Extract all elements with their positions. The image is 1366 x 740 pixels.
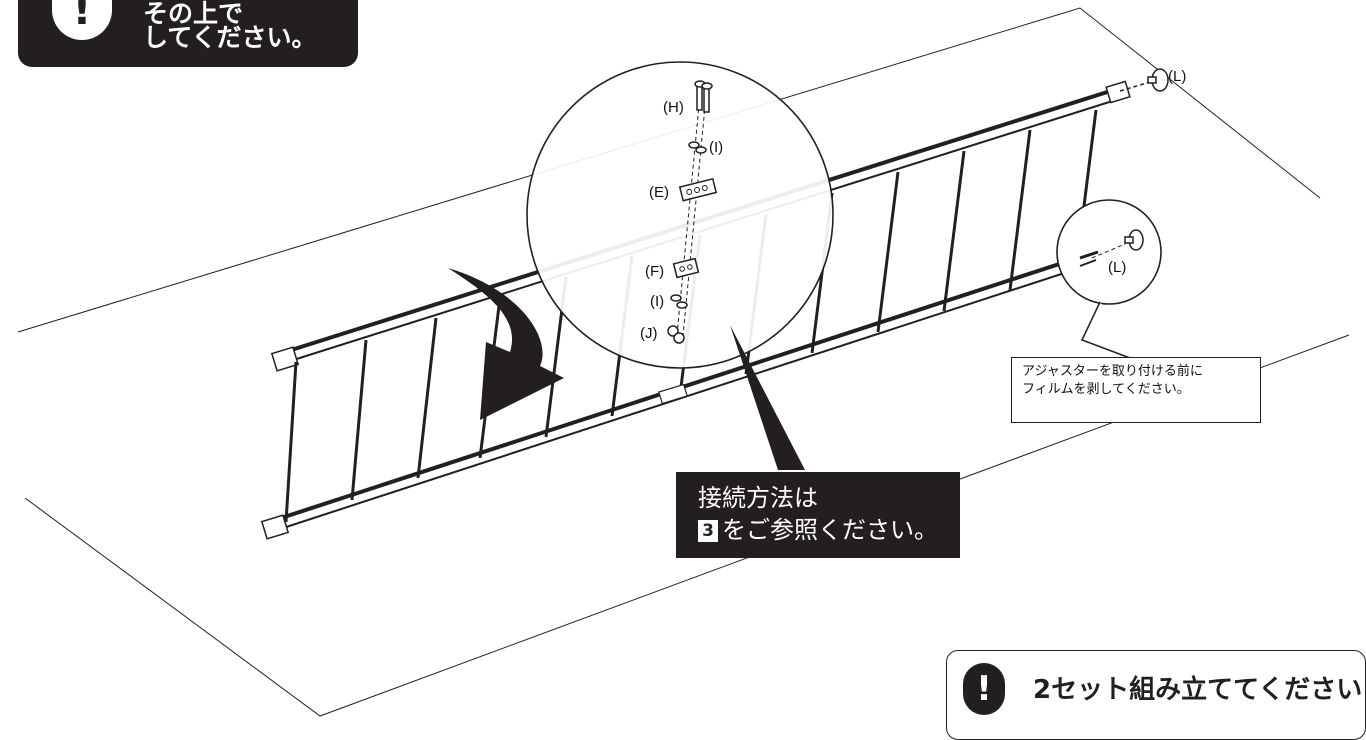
label-h: (H) <box>663 99 684 116</box>
exclamation-icon: ! <box>963 663 1005 715</box>
label-l-top: (L) <box>1168 68 1186 85</box>
warning-line-1: その上で <box>143 0 244 28</box>
adjuster-callout: アジャスターを取り付ける前に フィルムを剥してください。 <box>1011 357 1261 423</box>
warning-line-2: してください。 <box>143 23 317 52</box>
label-f: (F) <box>645 263 664 280</box>
label-j: (J) <box>640 325 658 342</box>
connection-line-1: 接続方法は <box>698 484 818 512</box>
connection-line-2-text: をご参照ください。 <box>722 516 938 544</box>
label-i-bottom: (I) <box>650 293 664 310</box>
assembly-note-box: ! 2セット組み立ててください <box>946 650 1366 740</box>
adjuster-detail <box>1056 199 1162 359</box>
rotate-direction-arrow <box>448 268 564 420</box>
label-i-top: (I) <box>709 139 723 156</box>
callout-line-2: フィルムを剥してください。 <box>1022 382 1190 397</box>
assembly-diagram: (H) (I) (E) (F) (I) (J) (L) (L) <box>17 7 1350 717</box>
warning-badge: ! その上で してください。 <box>18 0 358 67</box>
step-number-badge: 3 <box>698 520 718 542</box>
callout-line-1: アジャスターを取り付ける前に <box>1022 364 1203 379</box>
label-e: (E) <box>649 184 669 201</box>
plate-e <box>678 177 718 202</box>
detail-magnifier <box>526 61 834 470</box>
label-l-side: (L) <box>1108 259 1126 276</box>
adjuster-top <box>1119 68 1169 92</box>
bolt-h <box>694 80 713 113</box>
exclamation-icon: ! <box>52 0 112 40</box>
floor-sheet <box>17 7 1350 717</box>
assembly-note-text: 2セット組み立ててください <box>1033 675 1363 705</box>
plate-f <box>672 257 700 279</box>
